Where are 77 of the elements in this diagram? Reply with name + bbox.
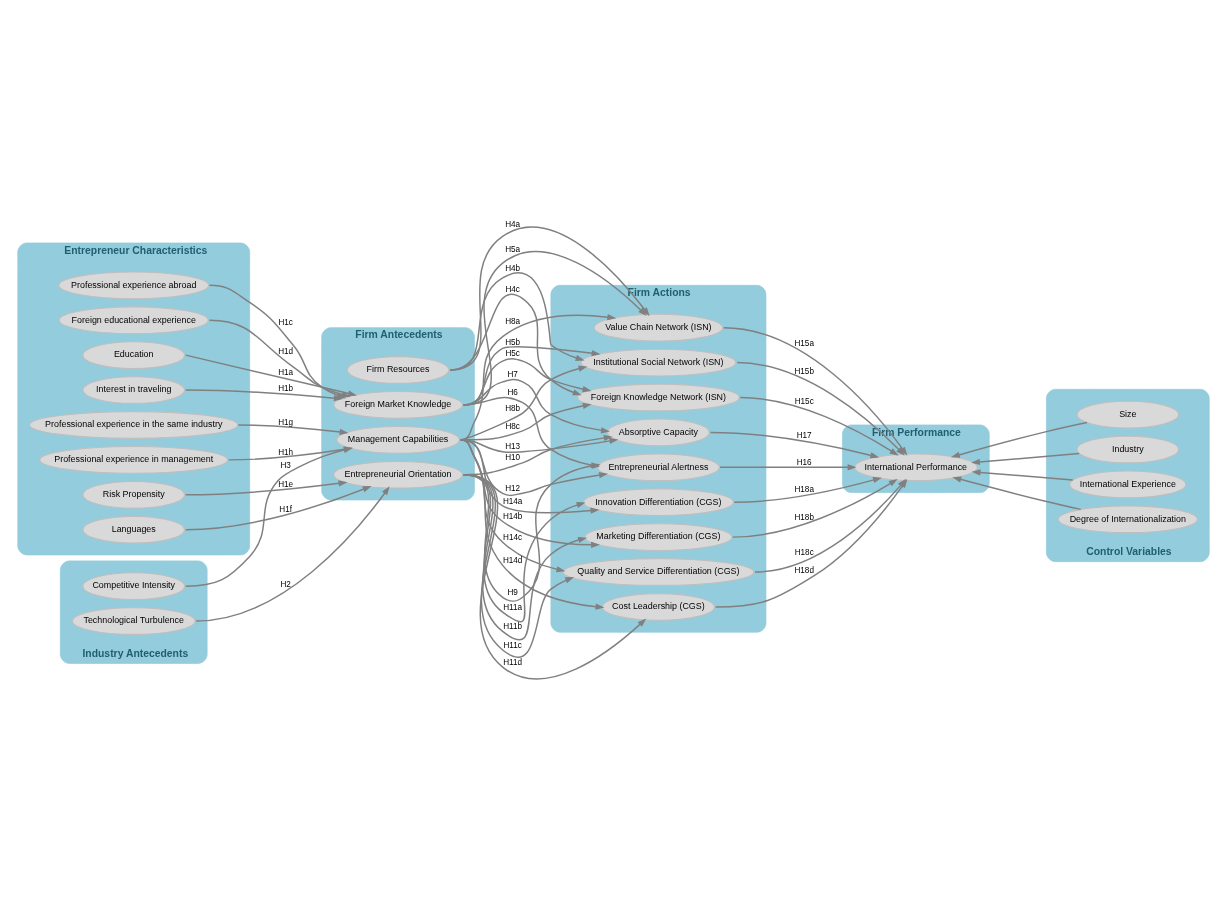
- node-ellipse: Education: [82, 341, 186, 370]
- node-ellipse: International Experience: [1069, 470, 1187, 499]
- edge-label: H15a: [794, 339, 814, 349]
- arrow: [736, 361, 905, 456]
- node-ellipse: Degree of Internationalization: [1057, 505, 1198, 534]
- node-ellipse: Professional experience abroad: [58, 271, 210, 300]
- edge-label: H1d: [278, 346, 294, 356]
- arrow: [952, 476, 1082, 511]
- arrow: [195, 486, 390, 622]
- arrow: [709, 431, 880, 459]
- arrow: [184, 480, 348, 496]
- edge-label: H8c: [505, 421, 520, 431]
- arrow: [719, 464, 857, 471]
- arrow: [739, 396, 899, 456]
- edge-label: H18b: [794, 512, 814, 522]
- edge-label: H6: [507, 388, 518, 398]
- edge-label: H5c: [505, 349, 520, 359]
- edge-label: H5a: [505, 244, 521, 254]
- node-ellipse: Marketing Differentiation (CGS): [584, 523, 733, 552]
- edge-label: H18a: [794, 485, 814, 495]
- edge-label: H11d: [503, 657, 523, 667]
- edge-label: H13: [505, 442, 521, 452]
- edge-label: H11a: [503, 602, 523, 612]
- edge-label: H4c: [505, 284, 520, 294]
- edge-label: H2: [280, 580, 291, 590]
- node-ellipse: Firm Resources: [346, 356, 450, 384]
- edge-label: H17: [796, 431, 812, 441]
- node-ellipse: Industry: [1076, 435, 1180, 464]
- edge-label: H4b: [505, 264, 521, 274]
- edge-label: H1c: [278, 318, 293, 328]
- edge-label: H7: [507, 370, 518, 380]
- edge-label: H14c: [503, 532, 523, 542]
- arrow: [971, 452, 1080, 466]
- edge-label: H15b: [794, 366, 814, 376]
- edge-label: H14b: [502, 512, 523, 522]
- edge-label: H16: [796, 457, 812, 467]
- edge-label: H1g: [278, 417, 294, 427]
- edge-label: H4a: [505, 219, 521, 229]
- edge-label: H18d: [794, 566, 814, 576]
- arrow: [731, 478, 898, 538]
- edge-label: H1h: [278, 447, 294, 457]
- node-ellipse: Competitive Intensity: [82, 572, 186, 601]
- edge-label: H1b: [278, 384, 294, 394]
- edge-label: H11b: [503, 622, 523, 632]
- edge-label: H1e: [278, 480, 294, 490]
- arrow: [733, 477, 882, 503]
- arrow: [237, 424, 349, 435]
- edge-label: H15c: [794, 397, 814, 407]
- node-ellipse: Interest in traveling: [82, 376, 186, 404]
- edge-label: H12: [505, 483, 521, 493]
- edge-label: H9: [507, 587, 518, 597]
- arrow: [971, 469, 1074, 481]
- node-ellipse: Languages: [82, 515, 186, 544]
- edge-label: H18c: [794, 547, 814, 557]
- arrow: [184, 446, 353, 587]
- edge-label: H8b: [505, 403, 521, 413]
- edge-label: H1f: [279, 504, 293, 514]
- arrow: [950, 421, 1088, 458]
- edge-label: H3: [280, 460, 291, 470]
- arrow: [449, 293, 582, 396]
- node-ellipse: Risk Propensity: [82, 480, 186, 509]
- edge-label: H11c: [503, 640, 522, 650]
- edge-label: H8a: [505, 316, 521, 326]
- edge-label: H14d: [502, 555, 523, 565]
- arrow: [184, 389, 343, 402]
- node-ellipse: Size: [1076, 400, 1180, 429]
- edge-label: H14a: [502, 496, 523, 506]
- arrow: [184, 485, 372, 531]
- node-ellipse: Cost Leadership (CGS): [601, 593, 715, 621]
- node-ellipse: Technological Turbulence: [71, 607, 196, 635]
- edge-label: H10: [505, 453, 521, 463]
- edge-label: H5b: [505, 337, 521, 347]
- node-ellipse: Foreign educational experience: [58, 306, 209, 335]
- edge-label: H1a: [278, 368, 294, 378]
- node-ellipse: Professional experience in management: [39, 445, 229, 474]
- arrow: [228, 446, 353, 461]
- node-ellipse: Professional experience in the same industry: [29, 411, 239, 439]
